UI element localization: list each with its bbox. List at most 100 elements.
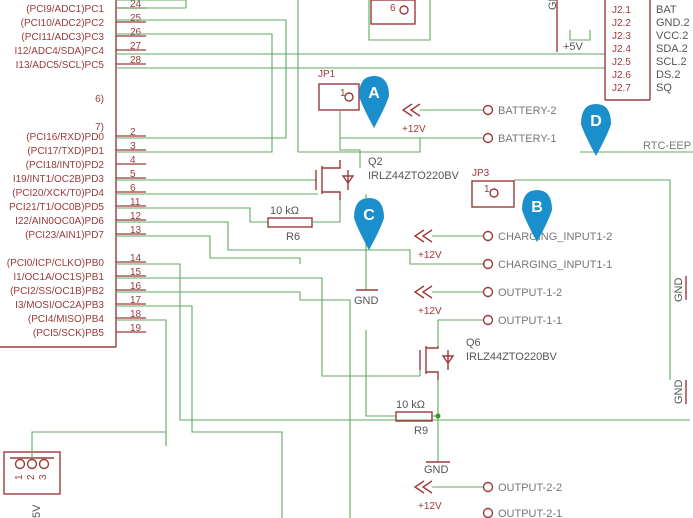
mcu-pin-label: (PCI10/ADC2)PC2 — [21, 18, 105, 29]
gnd-c-label: GND — [354, 295, 379, 307]
mcu-pin-number: 2 — [130, 127, 136, 138]
marker-c[interactable]: C — [354, 198, 384, 250]
mcu-pin-label: (PCI0/ICP/CLKO)PB0 — [7, 258, 105, 269]
wire-pb0 — [116, 263, 690, 421]
mcu-pin-label: (PCI23/AIN1)PD7 — [25, 230, 104, 241]
q6-name: Q6 — [466, 337, 481, 349]
mcu-pin-label: (PCI5/SCK)PB5 — [33, 328, 105, 339]
wire-pd7 — [116, 235, 301, 264]
charging1-label: CHARGING_INPUT1-1 — [498, 259, 612, 271]
mcu-pin-number: 26 — [130, 27, 142, 38]
mcu-pin-number: 13 — [130, 225, 142, 236]
plus12v-output2-label: +12V — [418, 501, 442, 512]
mosfet-q2: Q2 IRLZ44ZTO220BV — [315, 156, 460, 200]
output21-terminal[interactable] — [482, 507, 494, 518]
j2-pin-label: J2.2 — [612, 18, 631, 29]
mcu-pin-list: (PCI8/ADC0)PC023(PCI9/ADC1)PC124(PCI10/A… — [7, 0, 146, 339]
mcu-pin-label: 6) — [95, 94, 104, 105]
mcu-pin-number: 16 — [130, 281, 142, 292]
mcu-pin-label: I13/ADC5/SCL)PC5 — [16, 60, 105, 71]
wire-pd6 — [116, 221, 485, 265]
jp1-pin-circle — [344, 92, 354, 102]
wire-pb3 — [116, 305, 283, 518]
mcu-pin-number: 18 — [130, 309, 142, 320]
wire-pb4 — [116, 319, 167, 446]
gnd-right2-label: GND — [673, 380, 685, 405]
r9-name: R9 — [414, 425, 428, 437]
q2-source — [322, 191, 341, 200]
plus12v-battery-label: +12V — [402, 124, 426, 135]
output22-terminal[interactable] — [482, 481, 494, 493]
output12-terminal[interactable] — [482, 286, 494, 298]
plus5v-top-label: +5V — [563, 41, 584, 53]
wire-jp1-q2 — [339, 110, 361, 168]
wire-top-part — [368, 0, 431, 41]
r6-value: 10 kΩ — [270, 205, 299, 217]
header-wire — [31, 431, 167, 458]
resistor-r9: 10 kΩ R9 GND — [365, 330, 450, 476]
mcu-chip: (PCI8/ADC0)PC023(PCI9/ADC1)PC124(PCI10/A… — [0, 0, 146, 348]
junction-dot — [435, 413, 441, 419]
mcu-pin-number: 19 — [130, 323, 142, 334]
battery2-terminal[interactable] — [482, 104, 494, 116]
mcu-pin-label: (PCI9/ADC1)PC1 — [26, 4, 104, 15]
mcu-pin-label: PCI21/T1/OC0B)PD5 — [9, 202, 104, 213]
mcu-pin-label: (PCI4/MISO)PB4 — [28, 314, 105, 325]
mcu-pin-number: 14 — [130, 253, 142, 264]
output21-label: OUTPUT-2-1 — [498, 508, 562, 518]
battery2-arrow-inner — [409, 103, 421, 117]
j2-pin-label: J2.4 — [612, 44, 631, 55]
mcu-pin-number: 24 — [130, 0, 142, 10]
header-pin-number: 3 — [38, 474, 49, 480]
charging1-terminal[interactable] — [482, 258, 494, 270]
mcu-pin-label: (PCI8/ADC0)PC0 — [26, 0, 104, 1]
mcu-pin-label: 7) — [95, 122, 104, 133]
jp1-name: JP1 — [318, 69, 336, 80]
jp3-name: JP3 — [472, 168, 490, 179]
wire-pc2 — [116, 19, 287, 139]
jp3-pin-circle — [489, 188, 499, 198]
j2-signal-label: DS.2 — [656, 69, 680, 81]
mcu-pin-label: (PCI11/ADC3)PC3 — [21, 32, 104, 43]
output11-terminal[interactable] — [482, 314, 494, 326]
battery1-terminal[interactable] — [482, 132, 494, 144]
marker-b[interactable]: B — [522, 190, 552, 242]
output2-arrow-inner — [421, 480, 433, 494]
jp3-pin-label: 1 — [484, 184, 490, 195]
q2-diode — [341, 175, 355, 185]
top-part-pin-circle — [399, 5, 409, 15]
header-pin-number: 2 — [26, 474, 37, 480]
charging2-terminal[interactable] — [482, 230, 494, 242]
jp1-pin-label: 1 — [340, 88, 346, 99]
output1-arrow-outer — [413, 285, 425, 299]
q2-name: Q2 — [368, 156, 383, 168]
right-gnd-symbols: GND GND — [673, 276, 687, 405]
marker-a[interactable]: A — [359, 76, 389, 128]
output2-nets: OUTPUT-2-2 +12V OUTPUT-2-1 — [413, 480, 562, 518]
resistor-r6: 10 kΩ R6 GND — [267, 194, 379, 307]
marker-letter: B — [531, 199, 543, 216]
marker-pin-shape — [354, 198, 384, 250]
gnd-right1-label: GND — [673, 278, 685, 303]
wire-pc0 — [116, 0, 187, 8]
marker-letter: D — [590, 113, 602, 130]
mcu-pin-number: 27 — [130, 41, 142, 52]
marker-d[interactable]: D — [581, 104, 611, 156]
marker-pin-shape — [359, 76, 389, 128]
mcu-pin-number: 4 — [130, 155, 136, 166]
jumper-jp3: JP3 1 — [471, 168, 671, 380]
mcu-pin-label: (PCI18/INT0)PD2 — [26, 160, 105, 171]
wire-pb2 — [116, 291, 351, 518]
q6-diode — [441, 355, 455, 365]
mcu-wires — [116, 0, 690, 518]
wire-jp3 — [514, 179, 671, 380]
j2-signal-label: SCL.2 — [656, 56, 687, 68]
battery-nets: +12V BATTERY-2 BATTERY-1 RTC-EEP — [297, 0, 693, 153]
j2-pin-label: J2.5 — [612, 57, 631, 68]
marker-letter: A — [368, 85, 380, 102]
wire-pd5-r6 — [116, 207, 268, 223]
r6-body — [267, 217, 313, 228]
charging-arrow-inner — [421, 229, 433, 243]
j2-signal-label: VCC.2 — [656, 30, 688, 42]
